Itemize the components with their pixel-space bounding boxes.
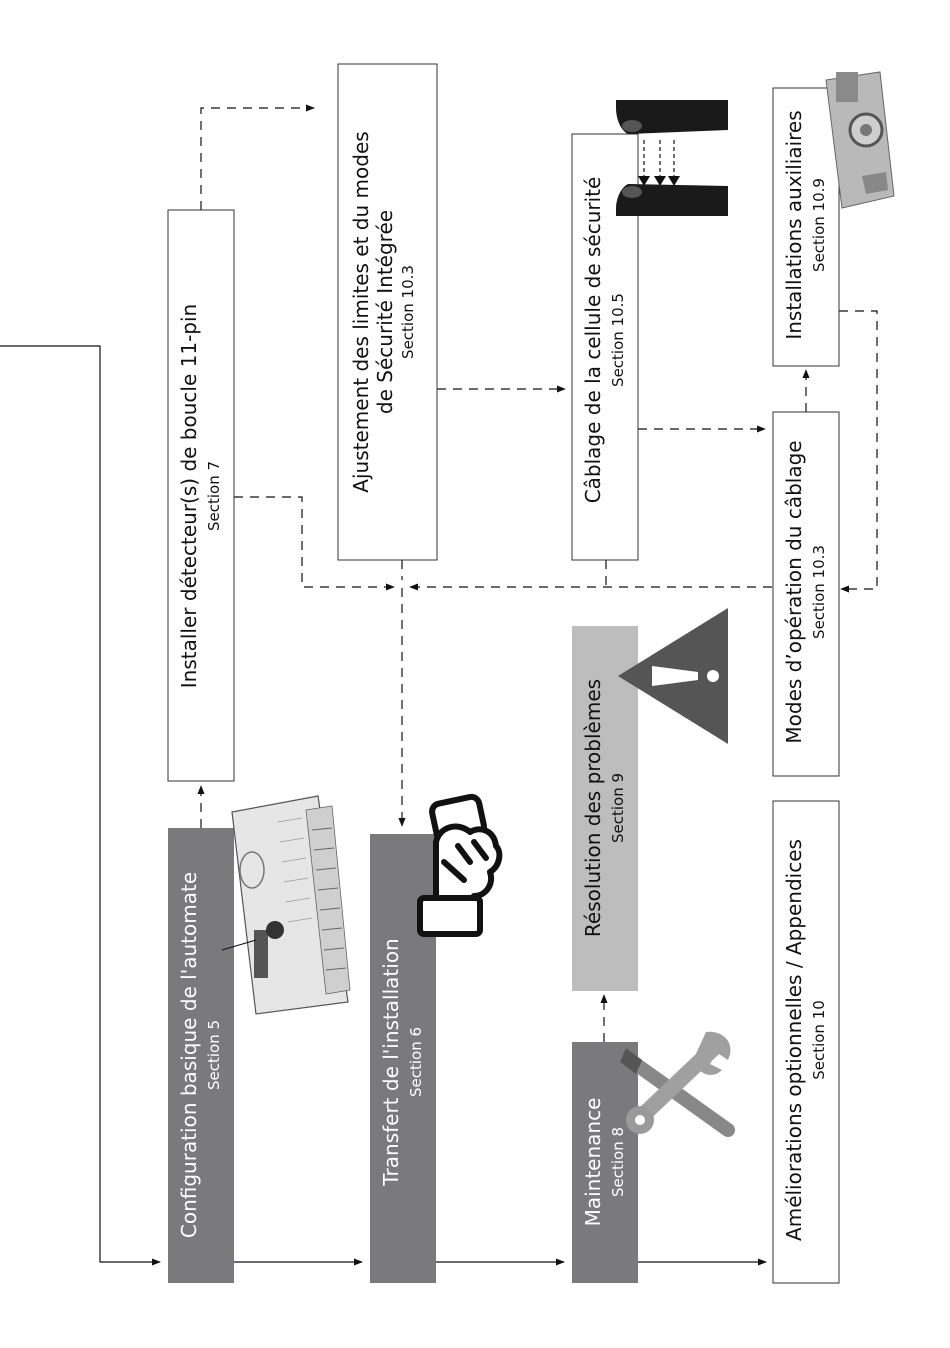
cablage-cellule-section: Section 10.5 bbox=[609, 293, 627, 387]
box-ajustement: Ajustement des limites et du modes de Sé… bbox=[337, 63, 438, 561]
installations-aux-section: Section 10.9 bbox=[810, 178, 828, 272]
auxiliary-device-icon bbox=[825, 71, 895, 209]
detecteur-section: Section 7 bbox=[205, 461, 223, 531]
dashed-connectors bbox=[197, 104, 878, 1042]
ajustement-title-line2: de Sécurité Intégrée bbox=[373, 210, 397, 414]
hand-icon bbox=[417, 793, 503, 937]
ajustement-title-line1: Ajustement des limites et du modes bbox=[349, 131, 373, 492]
config-title: Configuration basique de l'automate bbox=[177, 872, 201, 1238]
box-detecteur: Installer détecteur(s) de boucle 11-pin … bbox=[167, 209, 235, 782]
connector-aux-to-modes bbox=[839, 310, 878, 593]
ameliorations-title: Améliorations optionnelles / Appendices bbox=[782, 839, 806, 1241]
connector-detecteur-to-ajustement bbox=[200, 104, 315, 210]
detecteur-title: Installer détecteur(s) de boucle 11-pin bbox=[177, 304, 201, 688]
modes-operation-section: Section 10.3 bbox=[810, 545, 828, 639]
transfer-section: Section 6 bbox=[407, 1027, 425, 1097]
box-ameliorations: Améliorations optionnelles / Appendices … bbox=[772, 800, 840, 1284]
resolution-section: Section 9 bbox=[609, 773, 627, 843]
transfer-title: Transfert de l'installation bbox=[379, 938, 403, 1186]
ameliorations-section: Section 10 bbox=[810, 1000, 828, 1080]
config-section: Section 5 bbox=[205, 1020, 223, 1090]
wrench-screwdriver-icon bbox=[620, 1031, 735, 1137]
modes-operation-title: Modes d’opération du câblage bbox=[782, 440, 806, 743]
controller-board-icon bbox=[221, 795, 351, 1015]
safety-photocell-icon bbox=[616, 100, 728, 216]
solid-connectors bbox=[0, 345, 767, 1266]
box-maintenance: Maintenance Section 8 bbox=[572, 1042, 638, 1283]
box-installations-aux: Installations auxiliaires Section 10.9 bbox=[772, 87, 840, 367]
cablage-cellule-title: Câblage de la cellule de sécurité bbox=[581, 177, 605, 504]
installations-aux-title: Installations auxiliaires bbox=[782, 110, 806, 339]
maintenance-title: Maintenance bbox=[581, 1098, 605, 1227]
connector-top-loop bbox=[0, 345, 161, 1266]
box-resolution: Résolution des problèmes Section 9 bbox=[572, 626, 638, 991]
maintenance-section: Section 8 bbox=[609, 1127, 627, 1197]
resolution-title: Résolution des problèmes bbox=[581, 679, 605, 937]
connector-detecteur-to-junction bbox=[234, 496, 395, 591]
box-config: Configuration basique de l'automate Sect… bbox=[168, 828, 234, 1283]
box-modes-operation: Modes d’opération du câblage Section 10.… bbox=[772, 411, 840, 777]
warning-triangle-icon bbox=[618, 608, 728, 744]
ajustement-section: Section 10.3 bbox=[399, 265, 417, 359]
